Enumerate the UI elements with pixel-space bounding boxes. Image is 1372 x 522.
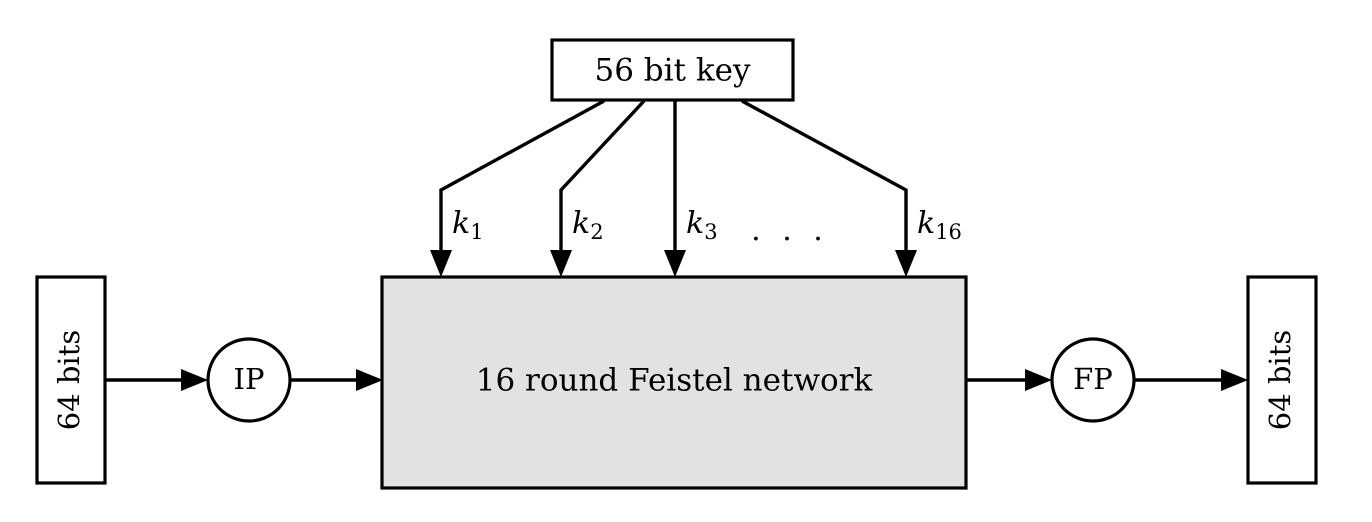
feistel-network-rect (380, 275, 968, 490)
subkey-arrowhead-k3 (664, 250, 686, 277)
edge-fp-to-output-arrowhead (1221, 369, 1248, 391)
initial-permutation-label: IP (234, 362, 265, 396)
subkey-label-k1: k1 (452, 206, 484, 244)
edge-ip-to-network (290, 369, 383, 391)
input-block-label: 64 bits (52, 330, 86, 431)
output-block-label: 64 bits (1263, 330, 1297, 431)
feistel-network-node: 16 round Feistel network (380, 275, 968, 490)
subkey-edge-k1 (439, 99, 605, 268)
output-block-rect (1246, 275, 1318, 485)
edge-ip-to-network-arrowhead (356, 369, 383, 391)
subkey-label-k3: k3 (686, 206, 718, 244)
final-permutation-label: FP (1073, 362, 1113, 396)
output-block-node: 64 bits (1246, 275, 1318, 485)
initial-permutation-node: IP (206, 337, 292, 423)
feistel-network-label: 16 round Feistel network (476, 363, 873, 399)
subkey-arrowhead-k16 (895, 250, 917, 277)
subkey-labels: k1 k2 k3 k16 . . . (452, 206, 962, 248)
subkey-edge-k16 (741, 99, 908, 268)
final-permutation-node: FP (1050, 337, 1136, 423)
subkey-label-k2: k2 (572, 206, 604, 244)
edge-input-to-ip (105, 369, 208, 391)
subkey-arrowhead-k1 (430, 250, 452, 277)
subkey-edges (430, 99, 917, 277)
subkey-arrowhead-k2 (550, 250, 572, 277)
input-block-node: 64 bits (35, 275, 107, 485)
key-block-node: 56 bit key (550, 38, 795, 102)
edge-network-to-fp-arrowhead (1025, 369, 1052, 391)
subkey-ellipsis: . . . (751, 213, 829, 248)
input-block-rect (35, 275, 107, 485)
key-block-rect (550, 38, 795, 102)
edge-input-to-ip-arrowhead (181, 369, 208, 391)
edge-fp-to-output (1134, 369, 1248, 391)
edge-network-to-fp (966, 369, 1052, 391)
subkey-edge-k2 (559, 99, 646, 268)
key-block-label: 56 bit key (594, 53, 751, 89)
subkey-label-k16: k16 (917, 206, 962, 244)
